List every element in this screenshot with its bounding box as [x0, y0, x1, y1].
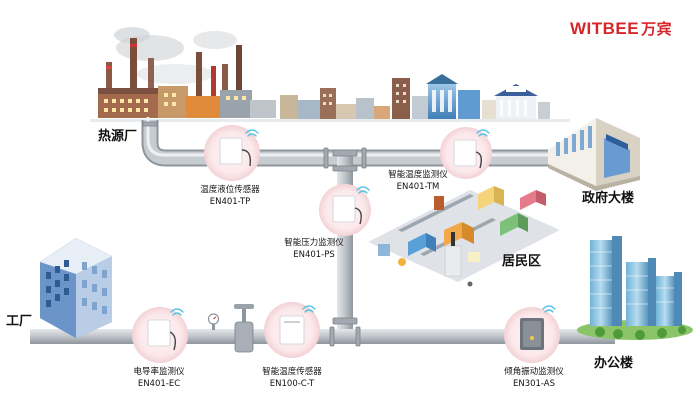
sensor-en401-tp-icon	[219, 137, 252, 167]
device-model: EN401-EC	[137, 379, 181, 389]
caption-en401-tp: 温度液位传感器 EN401-TP	[184, 184, 276, 208]
device-model: EN401-TP	[209, 197, 251, 207]
caption-en301-as: 倾角振动监测仪 EN301-AS	[488, 366, 580, 390]
sensor-en401-ec-icon	[147, 319, 177, 351]
label-residential: 居民区	[502, 254, 542, 269]
sensor-en100-c-t-icon	[279, 315, 305, 345]
device-name: 温度液位传感器	[200, 185, 260, 195]
sensor-en401-ps-icon	[332, 195, 362, 225]
device-model: EN100-C-T	[269, 379, 315, 389]
heat-plant-illustration	[98, 27, 276, 118]
brand-chinese: 万宾	[641, 20, 673, 38]
caption-en100-c-t: 智能温度传感器 EN100-C-T	[246, 366, 338, 390]
factory-building-illustration	[40, 238, 112, 338]
device-model: EN301-AS	[512, 379, 556, 389]
brand-latin: WITBEE	[570, 19, 640, 38]
government-building-illustration	[548, 118, 640, 191]
device-name: 电导率监测仪	[133, 367, 185, 377]
signal-icons	[170, 129, 556, 316]
town-skyline-illustration	[90, 74, 570, 122]
device-model: EN401-TM	[396, 182, 440, 192]
device-name: 智能温度监测仪	[388, 170, 448, 180]
caption-en401-tm: 智能温度监测仪 EN401-TM	[372, 169, 464, 193]
label-government: 政府大楼	[582, 191, 635, 206]
sensor-en401-tm-icon	[453, 139, 483, 169]
label-heat-plant: 热源厂	[98, 129, 138, 144]
caption-en401-ps: 智能压力监测仪 EN401-PS	[268, 237, 360, 261]
pipeline	[30, 117, 615, 353]
office-towers-illustration	[577, 236, 693, 340]
sensor-en301-as-icon	[520, 318, 544, 350]
device-model: EN401-PS	[293, 250, 335, 260]
label-factory: 工厂	[6, 314, 33, 329]
device-name: 智能压力监测仪	[284, 238, 344, 248]
caption-en401-ec: 电导率监测仪 EN401-EC	[118, 366, 200, 390]
residential-area-illustration	[368, 186, 560, 287]
device-name: 智能温度传感器	[262, 367, 322, 377]
label-office: 办公楼	[594, 356, 634, 371]
device-name: 倾角振动监测仪	[504, 367, 564, 377]
